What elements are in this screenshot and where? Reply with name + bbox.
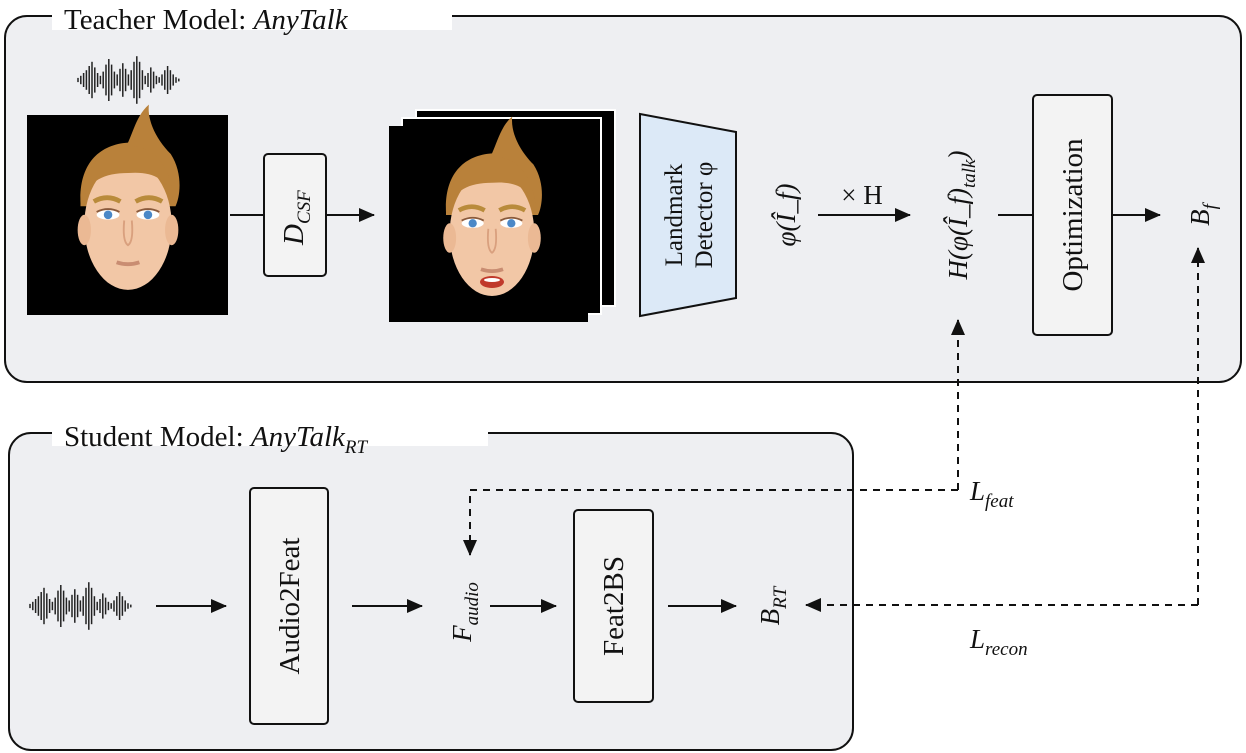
svg-text:Optimization: Optimization	[1057, 138, 1089, 292]
landmark-detector-label: Landmark Detector φ	[661, 162, 718, 269]
h-output-label: H(φ(Î_f)talk)	[943, 151, 980, 281]
phi-output-label: φ(Î_f)	[771, 184, 801, 247]
feat-loss-label: Lfeat	[969, 476, 1014, 512]
svg-text:Feat2BS: Feat2BS	[598, 556, 630, 656]
student-title: Student Model: AnyTalkRT	[64, 421, 368, 458]
optimization-label: Optimization	[1057, 138, 1089, 292]
svg-text:Bf: Bf	[1185, 201, 1221, 226]
teacher-title: Teacher Model: AnyTalk	[64, 4, 349, 36]
feat-loss-arrow-down	[463, 489, 958, 556]
svg-text:φ(Î_f): φ(Î_f)	[771, 184, 801, 247]
svg-text:BRT: BRT	[755, 585, 791, 625]
feat2bs-label: Feat2BS	[598, 556, 630, 656]
times-h-label: × H	[841, 180, 882, 210]
generated-face-frames	[389, 109, 616, 322]
svg-text:Audio2Feat: Audio2Feat	[274, 538, 306, 675]
teacher-title-bg	[52, 4, 452, 30]
teacher-panel	[4, 15, 1242, 383]
brt-output-label: BRT	[755, 585, 791, 625]
svg-text:DCSF: DCSF	[278, 190, 315, 246]
student-audio-waveform-icon	[29, 582, 132, 630]
recon-loss-label: Lrecon	[969, 624, 1028, 660]
bf-output-label: Bf	[1185, 201, 1221, 226]
svg-text:Faudio: Faudio	[447, 582, 483, 643]
feat2bs-box	[573, 509, 654, 703]
svg-text:H(φ(Î_f)talk): H(φ(Î_f)talk)	[943, 151, 980, 281]
audio2feat-label: Audio2Feat	[274, 538, 306, 675]
csf-discriminator-label: DCSF	[278, 190, 315, 246]
svg-text:Landmark: Landmark	[661, 163, 688, 266]
student-title-bg	[52, 420, 488, 446]
input-face-image	[27, 105, 228, 315]
teacher-audio-waveform-icon	[77, 56, 180, 104]
landmark-detector-box	[639, 112, 737, 318]
svg-text:Detector φ: Detector φ	[691, 162, 718, 269]
audio2feat-box	[249, 487, 329, 725]
faudio-label: Faudio	[447, 582, 483, 643]
student-panel	[8, 432, 854, 751]
